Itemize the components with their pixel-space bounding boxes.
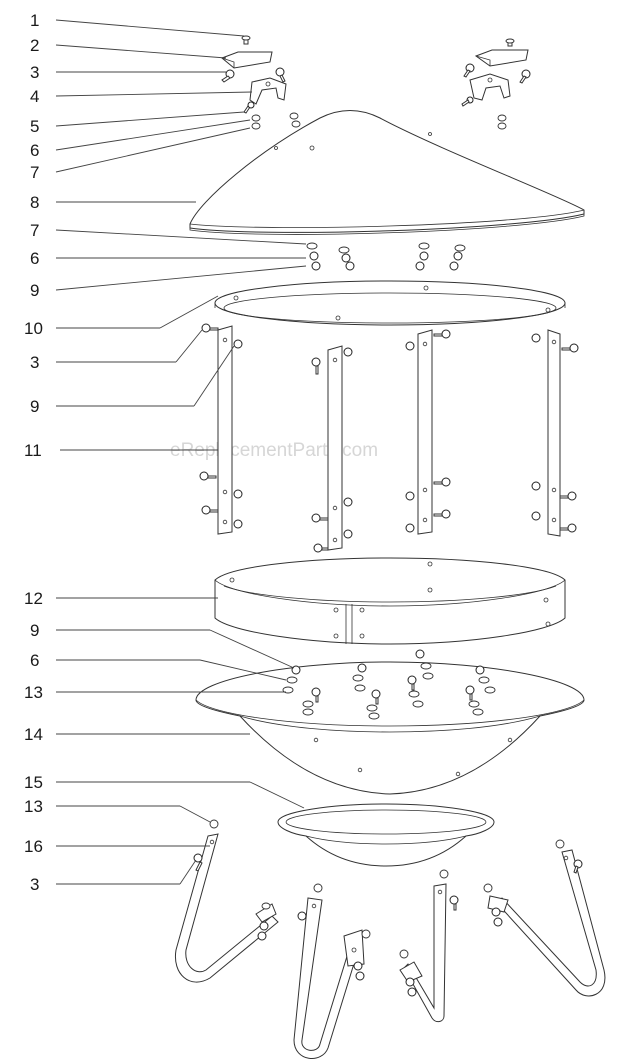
callout-label: 3 — [30, 875, 39, 894]
support-straps — [199, 323, 579, 553]
top-hardware-left — [221, 35, 301, 130]
callout-label: 13 — [24, 683, 43, 702]
callout-label: 10 — [24, 319, 43, 338]
callout-label: 8 — [30, 193, 39, 212]
callout-label: 13 — [24, 797, 43, 816]
callout-labels: 1 2 3 4 5 6 7 8 7 6 9 10 3 9 11 12 9 6 1… — [24, 11, 43, 894]
top-hardware-right — [461, 38, 531, 130]
callout-label: 9 — [30, 621, 39, 640]
callout-label: 6 — [30, 249, 39, 268]
callout-label: 7 — [30, 163, 39, 182]
callout-label: 1 — [30, 11, 39, 30]
wind-guard-band — [214, 557, 566, 645]
legs — [174, 819, 606, 1059]
callout-label: 2 — [30, 36, 39, 55]
ash-tray — [277, 803, 495, 867]
callout-label: 12 — [24, 589, 43, 608]
callout-label: 9 — [30, 281, 39, 300]
callout-label: 9 — [30, 397, 39, 416]
callout-label: 7 — [30, 221, 39, 240]
callout-label: 4 — [30, 87, 39, 106]
callout-label: 3 — [30, 353, 39, 372]
callout-label: 15 — [24, 773, 43, 792]
callout-label: 16 — [24, 837, 43, 856]
callout-label: 6 — [30, 651, 39, 670]
watermark: eReplacementParts.com — [170, 440, 378, 461]
callout-label: 6 — [30, 141, 39, 160]
callout-label: 11 — [24, 441, 42, 460]
top-ring — [214, 280, 566, 326]
dome-lid — [189, 110, 585, 235]
callout-label: 14 — [24, 725, 43, 744]
callout-label: 5 — [30, 117, 39, 136]
leader-lines — [55, 19, 307, 885]
lid-fasteners — [306, 242, 466, 271]
callout-label: 3 — [30, 63, 39, 82]
fire-bowl — [195, 649, 585, 795]
